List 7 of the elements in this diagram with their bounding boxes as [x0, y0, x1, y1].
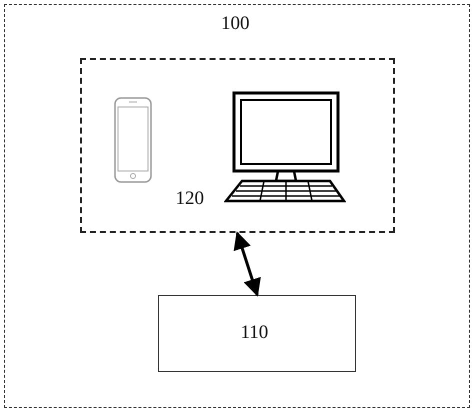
- reference-numeral: 110: [240, 322, 268, 344]
- reference-numeral: 100: [221, 13, 250, 35]
- reference-numeral: 120: [176, 188, 204, 210]
- dashed-boundary: [4, 4, 470, 408]
- dashed-boundary: [80, 58, 394, 232]
- process-box: [158, 294, 356, 372]
- double-arrow: [234, 231, 261, 297]
